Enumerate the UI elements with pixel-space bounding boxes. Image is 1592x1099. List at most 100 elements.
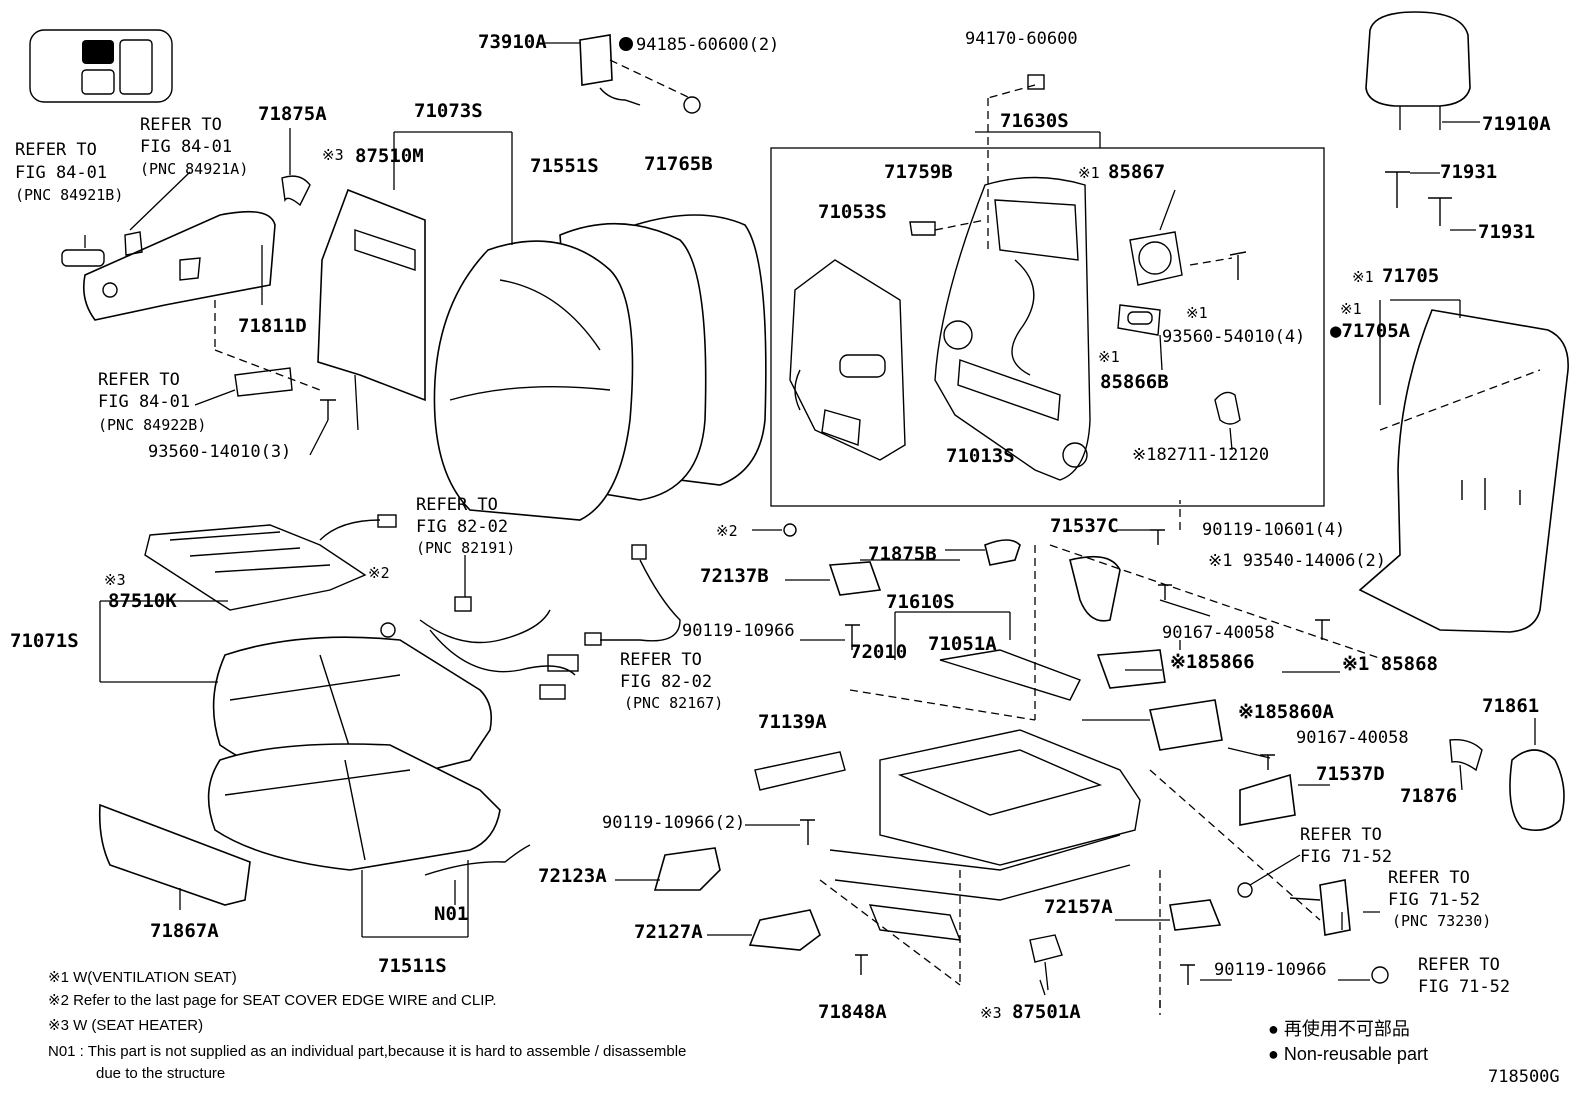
label-93560-54010-mark: ※1 <box>1186 304 1208 322</box>
clip-71759B-part <box>909 221 936 236</box>
seatback-frame-part <box>934 176 1091 481</box>
bracket-71139A-part <box>754 751 846 791</box>
bolt-part <box>845 624 860 650</box>
label-94185-60600: 94185-60600(2) <box>636 35 779 55</box>
label-71811D: 71811D <box>238 315 307 337</box>
label-71876: 71876 <box>1400 785 1457 807</box>
seat-cushion-part <box>207 636 501 871</box>
label-71910A: 71910A <box>1482 113 1551 135</box>
refer-84921A-line3: (PNC 84921A) <box>140 160 248 178</box>
label-90119-10966-b: 90119-10966 <box>1214 960 1327 980</box>
headrest-part <box>1365 11 1480 130</box>
label-85868: ※1 85868 <box>1342 653 1438 675</box>
label-72137B: 72137B <box>700 565 769 587</box>
bracket-72137B-part <box>828 561 882 596</box>
refer-84921A-line1: REFER TO <box>140 115 222 135</box>
label-87510K-mark: ※3 <box>104 571 126 589</box>
seatback-frame-group-box <box>770 147 1325 507</box>
label-72157A: 72157A <box>1044 896 1113 918</box>
headrest-guide-part <box>1385 171 1476 231</box>
label-N01: N01 <box>434 903 468 925</box>
label-94170-60600: 94170-60600 <box>965 29 1078 49</box>
label-73910A: 73910A <box>478 31 547 53</box>
switch-84922B-part <box>234 367 293 397</box>
refer-82167-line1: REFER TO <box>620 650 702 670</box>
label-90119-10966-2: 90119-10966(2) <box>602 813 745 833</box>
label-93560-54010: 93560-54010(4) <box>1162 327 1305 347</box>
module-73910A-part <box>545 34 701 114</box>
label-71139A: 71139A <box>758 711 827 733</box>
bolt-part-3 <box>855 954 868 975</box>
refer-84922B-line2: FIG 84-01 <box>98 392 190 412</box>
label-71610S: 71610S <box>886 591 955 613</box>
screw-93560-part <box>320 399 336 420</box>
bolt-part-5 <box>1158 584 1172 600</box>
label-72123A: 72123A <box>538 865 607 887</box>
seatback-pad-part <box>433 214 767 521</box>
cover-71875B-part <box>984 539 1021 566</box>
wire-n01-part <box>424 844 531 876</box>
refer-84921B-line2: FIG 84-01 <box>15 163 107 183</box>
label-87501A: 87501A <box>1012 1001 1081 1023</box>
harness-82191-part <box>419 555 579 700</box>
label-85866B: 85866B <box>1100 371 1169 393</box>
label-2mark-top: ※2 <box>716 522 738 540</box>
clip-82711-part <box>1214 391 1241 425</box>
legend-nonreuse: ● Non-reusable part <box>1268 1044 1428 1064</box>
nut-94170-part <box>1027 74 1045 90</box>
label-87510M: 87510M <box>355 145 424 167</box>
refer-82191-line3: (PNC 82191) <box>416 539 515 557</box>
screw-part <box>1229 251 1247 280</box>
label-71013S: 71013S <box>946 445 1015 467</box>
label-90167-40058-a: 90167-40058 <box>1162 623 1275 643</box>
label-85867: 85867 <box>1108 161 1165 183</box>
label-71875A: 71875A <box>258 103 327 125</box>
label-72127A: 72127A <box>634 921 703 943</box>
refer-84921B-line1: REFER TO <box>15 140 97 160</box>
cover-71875A-part <box>281 175 311 207</box>
duct-85866B-part <box>1117 304 1163 371</box>
label-71759B: 71759B <box>884 161 953 183</box>
bolt-part-6 <box>1150 529 1165 545</box>
refer-71-52-a-line1: REFER TO <box>1300 825 1382 845</box>
label-71931-a: 71931 <box>1440 161 1497 183</box>
label-2mark-mid: ※2 <box>368 564 390 582</box>
clip-part-2 <box>783 523 797 537</box>
label-87510M-mark: ※3 <box>322 146 344 164</box>
label-93560-14010: 93560-14010(3) <box>148 442 291 462</box>
label-90119-10601: 90119-10601(4) <box>1202 520 1345 540</box>
fan-85867-part <box>1129 189 1183 286</box>
bolt-part-8 <box>1315 619 1330 640</box>
label-71765B: 71765B <box>644 153 713 175</box>
refer-84921B-line3: (PNC 84921B) <box>15 186 123 204</box>
bolt-part-2 <box>800 819 815 845</box>
label-71705-mark: ※1 <box>1352 268 1374 286</box>
note-heater: ※3 W (SEAT HEATER) <box>48 1017 203 1034</box>
note-n01: N01 : This part is not supplied as an in… <box>48 1043 686 1060</box>
cushion-heater-part <box>144 514 397 611</box>
refer-82167-line2: FIG 82-02 <box>620 672 712 692</box>
switch-84921B-part <box>61 249 105 267</box>
label-90167-40058-b: 90167-40058 <box>1296 728 1409 748</box>
refer-71-52-b-line2: FIG 71-52 <box>1418 977 1510 997</box>
cover-72127A-part <box>748 909 821 951</box>
clip-part <box>380 622 396 638</box>
label-71848A: 71848A <box>818 1001 887 1023</box>
label-72010: 72010 <box>850 641 907 663</box>
refer-73230-line2: FIG 71-52 <box>1388 890 1480 910</box>
label-71071S: 71071S <box>10 630 79 652</box>
label-71867A: 71867A <box>150 920 219 942</box>
note-n01-cont: due to the structure <box>96 1065 225 1082</box>
label-71931-b: 71931 <box>1478 221 1535 243</box>
label-71053S: 71053S <box>818 201 887 223</box>
label-82711-12120: ※182711-12120 <box>1132 445 1269 465</box>
label-85867-mark: ※1 <box>1078 164 1100 182</box>
refer-71-52-a-line2: FIG 71-52 <box>1300 847 1392 867</box>
note-ventilation: ※1 W(VENTILATION SEAT) <box>48 969 237 986</box>
label-71861: 71861 <box>1482 695 1539 717</box>
nut-part-2 <box>1371 966 1389 984</box>
motor-87501A-part <box>1029 934 1063 963</box>
bracket-72157A-part <box>1169 899 1222 931</box>
legend: ● 再使用不可部品 ● Non-reusable part <box>1268 1019 1428 1064</box>
